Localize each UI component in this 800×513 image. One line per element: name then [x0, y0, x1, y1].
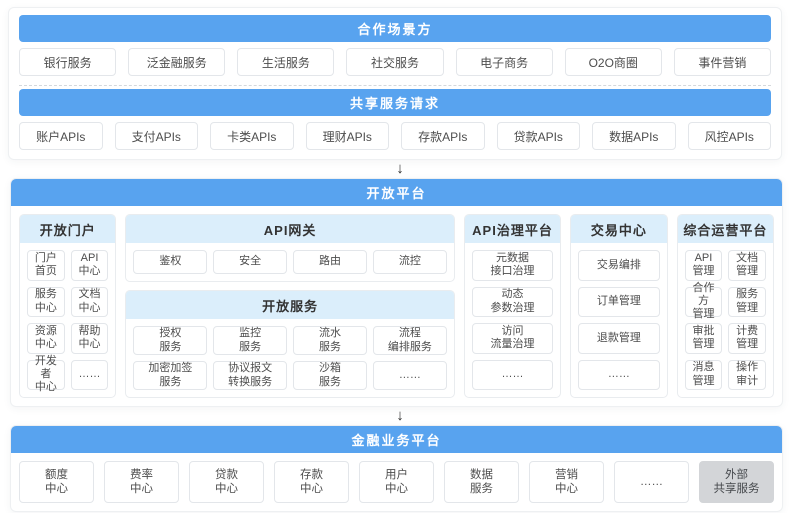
dashed-divider — [19, 85, 771, 86]
open-services-box: …… — [372, 361, 447, 390]
architecture-diagram: 合作场景方 银行服务泛金融服务生活服务社交服务电子商务 O2O商圈事件营销 共享服… — [0, 7, 800, 513]
finance-platform-card: 金融业务平台 额度 中心费率 中心贷款 中心存款 中心用户 中心数据 服务营销 … — [10, 425, 783, 512]
shared-api-box: 贷款APIs — [496, 122, 580, 150]
scenario-box: 社交服务 — [346, 48, 444, 76]
scenario-box: 泛金融服务 — [128, 48, 226, 76]
trade-center-boxes: 交易编排订单管理退款管理 …… — [571, 243, 666, 397]
open-services-boxes: 授权 服务监控 服务流水 服务流程 编排服务加密加签 服务协议报文 转换服务沙箱… — [126, 319, 453, 397]
external-shared-service-box: 外部 共享服务 — [699, 461, 774, 503]
shared-api-box: 卡类APIs — [210, 122, 294, 150]
panel-open-portal-title: 开放门户 — [20, 215, 116, 243]
scenario-box: 电子商务 — [455, 48, 553, 76]
operation-platform-box: 计费 管理 — [728, 323, 767, 354]
finance-box: 用户 中心 — [359, 461, 434, 503]
shared-api-box: 理财APIs — [305, 122, 389, 150]
panel-open-services-title: 开放服务 — [126, 291, 454, 319]
operation-platform-box: 合作方 管理 — [684, 282, 723, 320]
trade-center-box: 订单管理 — [578, 286, 660, 317]
trade-center-box: …… — [578, 359, 660, 390]
column-api-gateway: API网关 鉴权安全路由流控 开放服务 授权 服务监控 服务流水 服务流程 编排… — [125, 214, 455, 398]
api-gateway-box: 安全 — [213, 250, 288, 274]
open-portal-box: 资源 中心 — [27, 323, 65, 354]
open-portal-box: …… — [70, 359, 109, 390]
finance-box: 费率 中心 — [104, 461, 179, 503]
scenario-box: 事件营销 — [673, 48, 771, 76]
operation-platform-box: 消息 管理 — [684, 359, 723, 390]
api-gateway-box: 流控 — [372, 250, 447, 274]
panel-api-governance-title: API治理平台 — [464, 215, 561, 243]
down-arrow-icon: ↓ — [396, 407, 404, 424]
api-governance-box: 动态 参数治理 — [471, 286, 554, 317]
shared-request-section-bar: 共享服务请求 — [19, 89, 771, 116]
finance-box: 额度 中心 — [19, 461, 94, 503]
operation-platform-box: 文档 管理 — [728, 250, 767, 281]
panel-operation-platform: 综合运营平台 API 管理文档 管理合作方 管理服务 管理审批 管理计费 管理消… — [676, 214, 775, 398]
open-services-box: 沙箱 服务 — [293, 361, 367, 390]
open-portal-box: API 中心 — [70, 250, 109, 281]
open-portal-box: 门户 首页 — [27, 250, 65, 281]
scenario-section-bar: 合作场景方 — [19, 15, 771, 42]
open-platform-section-bar: 开放平台 — [11, 179, 782, 206]
api-gateway-box: 鉴权 — [133, 250, 208, 274]
open-portal-box: 帮助 中心 — [70, 323, 109, 354]
operation-platform-box: API 管理 — [684, 250, 723, 281]
trade-center-box: 交易编排 — [578, 250, 660, 281]
finance-box: 数据 服务 — [444, 461, 519, 503]
open-services-box: 流水 服务 — [293, 326, 367, 355]
shared-api-box-row: 账户APIs 支付APIs 卡类APIs 理财APIs 存款APIs 贷款APIs 数据AP… — [19, 122, 771, 150]
api-gateway-boxes: 鉴权安全路由流控 — [126, 243, 453, 281]
api-governance-boxes: 元数据 接口治理动态 参数治理访问 流量治理 …… — [465, 243, 560, 397]
open-portal-box: 文档 中心 — [70, 286, 109, 317]
panel-open-services: 开放服务 授权 服务监控 服务流水 服务流程 编排服务加密加签 服务协议报文 转… — [125, 290, 455, 398]
open-services-box: 监控 服务 — [213, 326, 288, 355]
finance-box: …… — [614, 461, 689, 503]
operation-platform-boxes: API 管理文档 管理合作方 管理服务 管理审批 管理计费 管理消息 管理操作 … — [678, 243, 773, 397]
open-services-box: 协议报文 转换服务 — [213, 361, 288, 390]
open-portal-box: 开发者 中心 — [27, 355, 65, 393]
operation-platform-box: 服务 管理 — [728, 286, 767, 317]
finance-box: 贷款 中心 — [189, 461, 264, 503]
api-governance-box: 访问 流量治理 — [471, 323, 554, 354]
shared-api-box: 数据APIs — [592, 122, 676, 150]
finance-box: 存款 中心 — [274, 461, 349, 503]
scenario-box-row: 银行服务泛金融服务生活服务社交服务电子商务 O2O商圈事件营销 — [19, 48, 771, 76]
finance-platform-section-bar: 金融业务平台 — [11, 426, 782, 453]
open-services-box: 流程 编排服务 — [372, 326, 447, 355]
finance-box-row: 额度 中心费率 中心贷款 中心存款 中心用户 中心数据 服务营销 中心……外部 … — [19, 461, 774, 503]
shared-api-box: 账户APIs — [19, 122, 103, 150]
trade-center-box: 退款管理 — [578, 323, 660, 354]
shared-api-box: 支付APIs — [114, 122, 198, 150]
open-services-box: 授权 服务 — [133, 326, 208, 355]
panel-operation-platform-title: 综合运营平台 — [677, 215, 774, 243]
down-arrow-icon: ↓ — [396, 160, 404, 177]
panel-api-gateway: API网关 鉴权安全路由流控 — [125, 214, 455, 282]
api-governance-box: 元数据 接口治理 — [471, 250, 554, 281]
panel-trade-center-title: 交易中心 — [571, 215, 667, 243]
panel-api-gateway-title: API网关 — [126, 215, 454, 243]
api-gateway-box: 路由 — [293, 250, 367, 274]
panel-api-governance: API治理平台 元数据 接口治理动态 参数治理访问 流量治理 …… — [463, 214, 562, 398]
open-services-box: 加密加签 服务 — [133, 361, 208, 390]
shared-api-box: 风控APIs — [687, 122, 771, 150]
finance-platform-body: 额度 中心费率 中心贷款 中心存款 中心用户 中心数据 服务营销 中心……外部 … — [11, 453, 782, 511]
scenario-box: O2O商圈 — [564, 48, 662, 76]
shared-api-box: 存款APIs — [401, 122, 485, 150]
finance-box: 营销 中心 — [529, 461, 604, 503]
scenario-box: 银行服务 — [19, 48, 117, 76]
api-governance-box: …… — [471, 359, 554, 390]
panel-trade-center: 交易中心 交易编排订单管理退款管理 …… — [570, 214, 668, 398]
open-portal-box: 服务 中心 — [27, 286, 65, 317]
scenario-box: 生活服务 — [237, 48, 335, 76]
operation-platform-box: 操作 审计 — [728, 359, 767, 390]
operation-platform-box: 审批 管理 — [684, 323, 723, 354]
scenario-card: 合作场景方 银行服务泛金融服务生活服务社交服务电子商务 O2O商圈事件营销 共享服… — [8, 7, 782, 160]
